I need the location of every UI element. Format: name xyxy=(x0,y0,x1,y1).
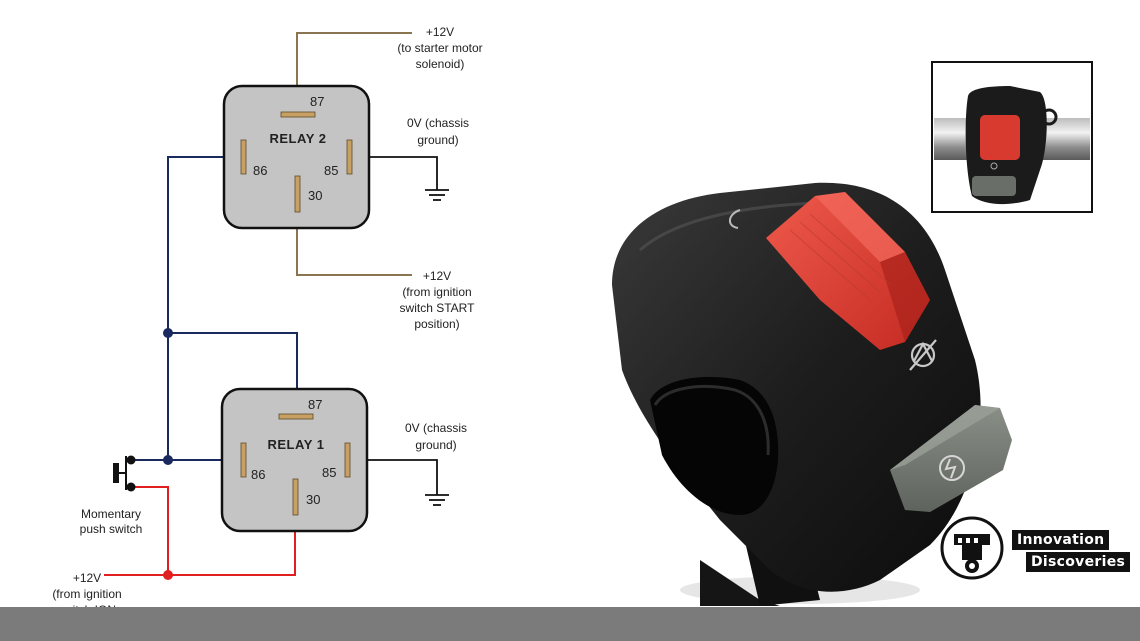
relay2-pin86-label: 86 xyxy=(253,163,267,178)
relay1-pin87-label: 87 xyxy=(308,397,322,412)
relay1-pin85-label: 85 xyxy=(322,465,336,480)
ignition-start-label: +12V (from ignition switch START positio… xyxy=(400,269,476,331)
label-line: ground) xyxy=(415,438,456,452)
relay2-pin87-label: 87 xyxy=(310,94,324,109)
switch-feed-wire xyxy=(130,486,169,575)
relay2-coil-wire xyxy=(167,156,243,460)
ground-symbol-icon xyxy=(425,494,449,506)
relay1-title: RELAY 1 xyxy=(268,437,325,452)
label-line: 0V (chassis xyxy=(405,421,467,435)
relay1-pin85-contact xyxy=(344,442,351,478)
relay2-pin86-contact xyxy=(240,139,247,175)
logo-line-discoveries: Discoveries xyxy=(1026,552,1131,572)
relay2-pin30-contact xyxy=(294,175,301,213)
label-line: (from ignition xyxy=(52,587,121,601)
relay2-pin30-label: 30 xyxy=(308,188,322,203)
relay1-pin30-contact xyxy=(292,478,299,516)
label-line: (from ignition xyxy=(402,285,471,299)
label-line: switch START xyxy=(400,301,476,315)
label-line: Momentary xyxy=(81,507,141,521)
bottom-scrollbar-strip xyxy=(0,607,1140,641)
push-switch-label: Momentary push switch xyxy=(80,507,143,536)
relay1-ground-wire xyxy=(350,459,438,495)
relay2-pin85-contact xyxy=(346,139,353,175)
ignition-start-wire xyxy=(296,212,412,276)
relay1-pin86-contact xyxy=(240,442,247,478)
junction-dot xyxy=(163,455,173,465)
logo-line-innovation: Innovation xyxy=(1012,530,1110,550)
relay2-pin87-contact xyxy=(280,111,316,118)
relay2-title: RELAY 2 xyxy=(270,131,327,146)
relay2-ground-label: 0V (chassis ground) xyxy=(407,116,469,147)
label-line: (to starter motor xyxy=(397,41,482,55)
handlebar-switch-photo xyxy=(612,182,1012,606)
relay2-pin85-label: 85 xyxy=(324,163,338,178)
label-line: solenoid) xyxy=(416,57,465,71)
innovation-discoveries-logo-icon xyxy=(940,516,1004,580)
momentary-switch-icon xyxy=(113,455,136,492)
latch-wire xyxy=(168,332,298,414)
junction-dot xyxy=(163,328,173,338)
label-line: ground) xyxy=(417,133,458,147)
label-line: position) xyxy=(414,317,459,331)
kill-switch-red-button xyxy=(766,192,930,350)
relay-2: RELAY 2 87 86 85 30 xyxy=(222,84,371,230)
relay1-pin87-contact xyxy=(278,413,314,420)
relay1-pin86-label: 86 xyxy=(251,467,265,482)
ground-symbol-icon xyxy=(425,189,449,201)
inset-product-photo xyxy=(931,61,1093,213)
relay2-ground-wire xyxy=(350,156,438,190)
relay1-pin30-label: 30 xyxy=(306,492,320,507)
label-line: 0V (chassis xyxy=(407,116,469,130)
starter-grey-button xyxy=(890,405,1012,512)
label-line: push switch xyxy=(80,522,143,536)
engine-stop-icon xyxy=(909,339,937,371)
label-line: +12V xyxy=(423,269,451,283)
label-line: +12V xyxy=(73,571,101,585)
run-arrow-icon xyxy=(729,209,741,229)
junction-dot xyxy=(163,570,173,580)
relay1-ground-label: 0V (chassis ground) xyxy=(405,421,467,452)
label-line: +12V xyxy=(426,25,454,39)
relay-1: RELAY 1 87 86 85 30 xyxy=(220,387,369,533)
starter-motor-label: +12V (to starter motor solenoid) xyxy=(397,25,482,71)
